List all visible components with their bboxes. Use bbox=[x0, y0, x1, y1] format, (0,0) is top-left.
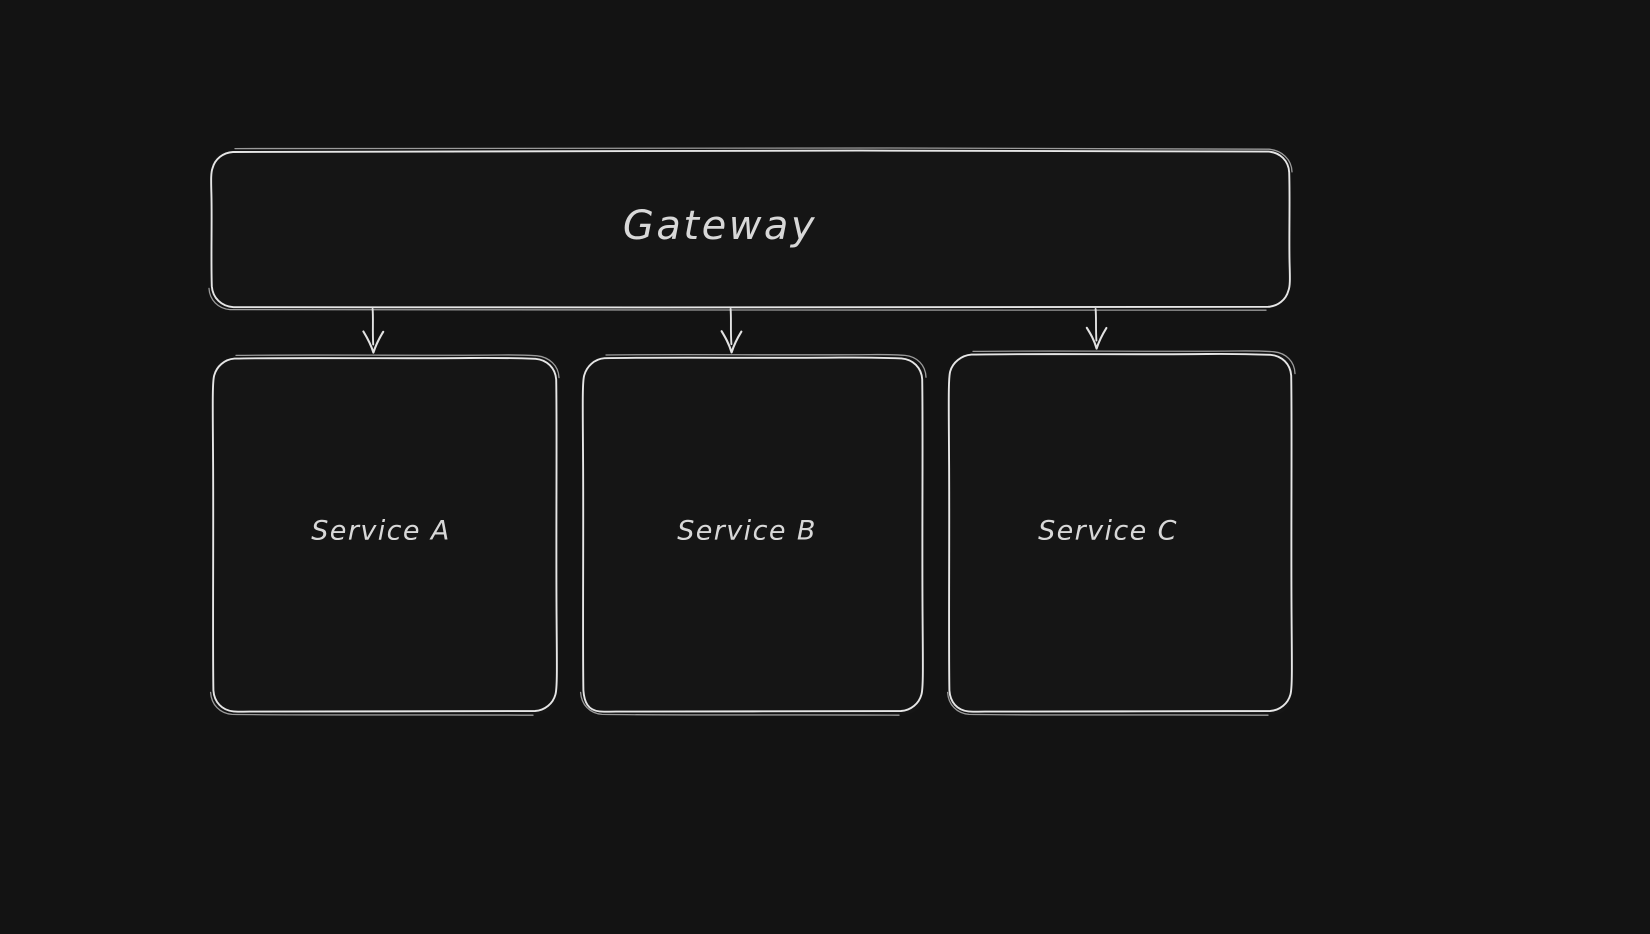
edge-gateway-to-service-b[interactable] bbox=[720, 308, 743, 354]
edge-line-a bbox=[371, 308, 375, 346]
node-service-c[interactable]: Service C bbox=[946, 350, 1296, 716]
service-c-border-sketch-overlay-2 bbox=[946, 691, 1269, 716]
service-c-border bbox=[947, 352, 1293, 713]
service-a-fill bbox=[213, 358, 556, 715]
service-b-border-sketch-overlay-2 bbox=[579, 691, 900, 716]
node-service-a[interactable]: Service A bbox=[209, 354, 560, 716]
edge-gateway-to-service-a[interactable] bbox=[362, 308, 385, 354]
edge-line-c bbox=[1094, 308, 1098, 342]
node-service-b[interactable]: Service B bbox=[579, 353, 927, 716]
edge-gateway-to-service-c[interactable] bbox=[1085, 308, 1108, 350]
service-b-label: Service B bbox=[677, 516, 817, 547]
service-a-label: Service A bbox=[311, 516, 450, 547]
service-b-border bbox=[581, 356, 924, 713]
gateway-border-sketch-overlay bbox=[234, 147, 1293, 173]
service-c-label: Service C bbox=[1038, 516, 1178, 547]
service-b-border-sketch-overlay bbox=[605, 353, 927, 378]
service-a-border-sketch-overlay bbox=[235, 354, 560, 379]
edge-arrowhead-a bbox=[362, 330, 385, 354]
edge-arrowhead-c bbox=[1085, 326, 1108, 350]
service-c-fill bbox=[950, 354, 1291, 715]
node-gateway[interactable]: Gateway bbox=[208, 147, 1293, 311]
service-c-border-sketch-overlay bbox=[972, 350, 1296, 375]
service-b-fill bbox=[583, 358, 922, 715]
edge-line-b bbox=[729, 308, 733, 346]
gateway-label: Gateway bbox=[623, 203, 817, 249]
service-a-border-sketch-overlay-2 bbox=[209, 691, 534, 716]
service-a-border bbox=[211, 356, 558, 713]
gateway-fill bbox=[211, 151, 1290, 307]
gateway-border-sketch-overlay-2 bbox=[208, 287, 1267, 311]
gateway-border bbox=[210, 149, 1291, 309]
edge-arrowhead-b bbox=[720, 330, 743, 354]
